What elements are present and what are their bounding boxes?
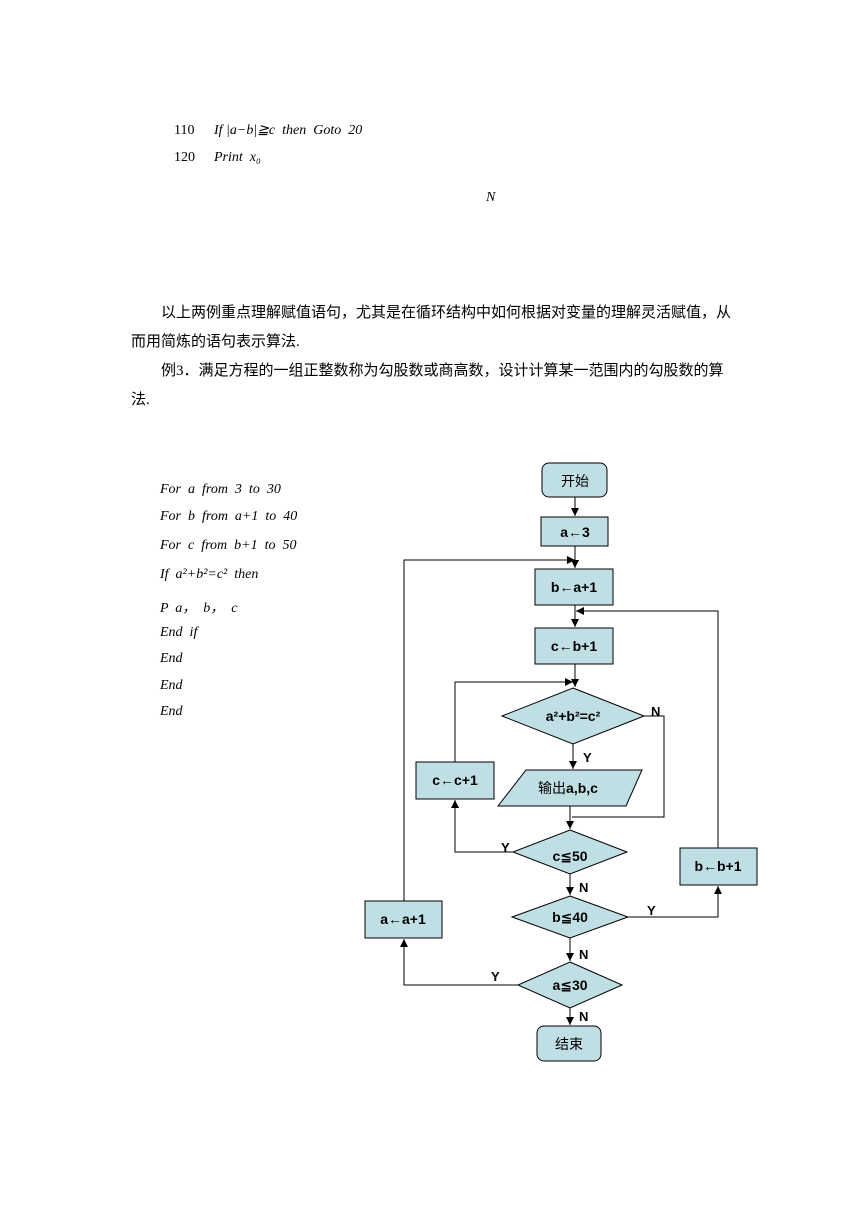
loop-code-line: End xyxy=(160,704,183,719)
connector xyxy=(628,886,722,918)
code-line-120: 120 Print x₀ xyxy=(160,134,261,182)
paragraph-line: 而用简炼的语句表示算法. xyxy=(131,334,300,350)
b-limit-label: b≦40 xyxy=(552,909,588,925)
connector xyxy=(403,556,575,901)
loop-code-line: If a²+b²=c² then xyxy=(160,567,259,582)
stray-label: N xyxy=(486,190,496,205)
no-marker: N xyxy=(651,704,660,719)
connector xyxy=(576,607,719,848)
code-text: Print x₀ xyxy=(214,150,261,165)
code-line-110: 110 If |a−b|≧c then Goto 20 xyxy=(160,106,362,155)
init-c-label: c←b+1 xyxy=(551,638,598,654)
loop-code-line: For c from b+1 to 50 xyxy=(160,538,297,553)
paragraph-line: 以上两例重点理解赋值语句，尤其是在循环结构中如何根据对变量的理解灵活赋值，从 xyxy=(161,305,732,321)
inc-b-box xyxy=(679,847,758,886)
inc-b-label: b←b+1 xyxy=(694,858,741,874)
connector xyxy=(451,800,513,853)
connector xyxy=(400,939,518,986)
init-b-box xyxy=(534,568,614,606)
output-parallelogram xyxy=(496,769,643,807)
init-b-label: b←a+1 xyxy=(551,579,598,595)
output-label: 输出a,b,c xyxy=(538,780,598,797)
init-a-label: a←3 xyxy=(560,524,590,540)
connector xyxy=(572,715,665,818)
a-limit-label: a≦30 xyxy=(552,977,587,993)
end-label: 结束 xyxy=(555,1037,583,1053)
paragraph-line: 法. xyxy=(131,392,150,408)
paragraph-summary: 以上两例重点理解赋值语句，尤其是在循环结构中如何根据对变量的理解灵活赋值，从 而… xyxy=(131,299,731,357)
inc-c-box xyxy=(415,761,495,800)
code-text: If |a−b|≧c then Goto 20 xyxy=(214,123,363,138)
inc-c-label: c←c+1 xyxy=(432,772,478,788)
line-number: 110 xyxy=(174,123,195,138)
yes-marker: Y xyxy=(491,969,500,984)
no-marker: N xyxy=(579,880,588,895)
yes-marker: Y xyxy=(501,840,510,855)
start-label: 开始 xyxy=(561,474,589,490)
inc-a-box xyxy=(364,900,443,939)
loop-code-line: End xyxy=(160,678,183,693)
loop-code-line: P a， b， c xyxy=(160,601,238,616)
no-marker: N xyxy=(579,947,588,962)
yes-marker: Y xyxy=(583,750,592,765)
loop-code-line: For a from 3 to 30 xyxy=(160,482,281,497)
paragraph-example-3: 例3．满足方程的一组正整数称为勾股数或商高数，设计计算某一范围内的勾股数的算 法… xyxy=(131,357,731,415)
output-vars: a,b,c xyxy=(566,780,598,796)
connector xyxy=(454,678,573,762)
no-marker: N xyxy=(579,1009,588,1024)
loop-code-line: For b from a+1 to 40 xyxy=(160,509,298,524)
paragraph-line: 例3．满足方程的一组正整数称为勾股数或商高数，设计计算某一范围内的勾股数的算 xyxy=(161,363,724,379)
pythagoras-label: a²+b²=c² xyxy=(546,708,601,724)
c-limit-label: c≦50 xyxy=(552,848,587,864)
init-c-box xyxy=(534,627,614,665)
output-prefix: 输出 xyxy=(538,781,566,797)
loop-code-line: End if xyxy=(160,625,198,640)
inc-a-label: a←a+1 xyxy=(380,911,426,927)
line-number: 120 xyxy=(174,150,195,165)
end-terminal xyxy=(536,1025,602,1062)
yes-marker: Y xyxy=(647,903,656,918)
init-a-box xyxy=(540,516,609,547)
loop-code-line: End xyxy=(160,651,183,666)
